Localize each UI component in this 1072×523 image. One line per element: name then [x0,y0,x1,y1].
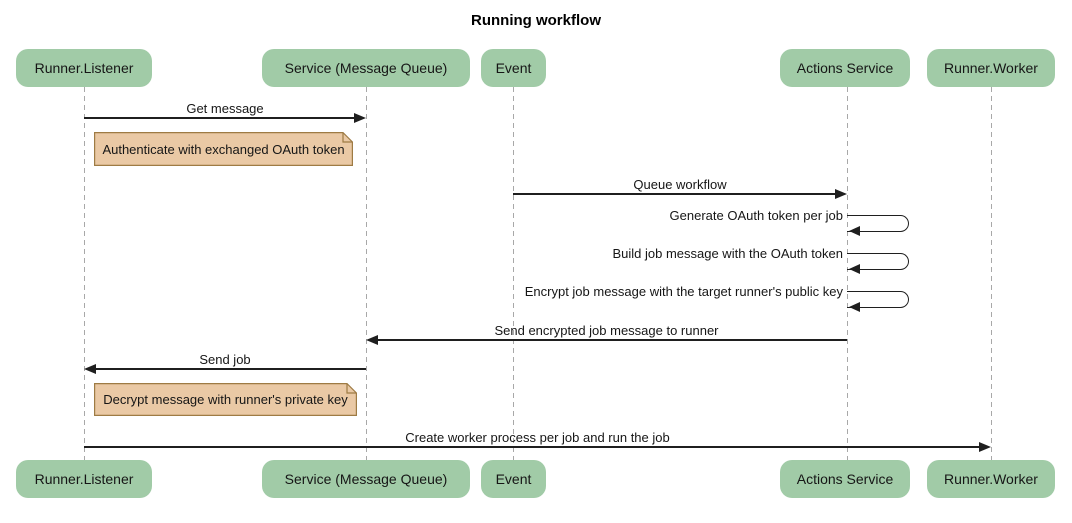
participant-top-event: Event [481,49,546,87]
arrowhead-left-icon [84,364,96,374]
note-shape [94,383,357,416]
note-shape [94,132,353,166]
participant-bottom-runner-listener: Runner.Listener [16,460,152,498]
self-loop-line [847,291,909,308]
message-label-encrypt-job-message: Encrypt job message with the target runn… [524,284,843,299]
message-label-build-job-message: Build job message with the OAuth token [612,246,843,261]
note-label-authenticate: Authenticate with exchanged OAuth token [102,141,345,157]
participant-top-runner-worker: Runner.Worker [927,49,1055,87]
message-line-get-message [84,117,355,119]
lifeline-runner-worker [990,87,992,460]
note-label-decrypt: Decrypt message with runner's private ke… [103,392,348,407]
note-decrypt: Decrypt message with runner's private ke… [94,383,357,416]
message-label-send-encrypted: Send encrypted job message to runner [494,323,719,338]
participant-top-service-message-queue: Service (Message Queue) [262,49,470,87]
arrowhead-left-icon [849,264,860,274]
self-loop-line [847,253,909,270]
note-authenticate: Authenticate with exchanged OAuth token [94,132,353,166]
lifeline-runner-listener [83,87,85,460]
self-loop-line [847,215,909,232]
message-line-send-job [95,368,366,370]
message-label-get-message: Get message [186,101,264,116]
message-line-send-encrypted [377,339,847,341]
lifeline-actions-service [846,87,848,460]
participant-bottom-runner-worker: Runner.Worker [927,460,1055,498]
participant-bottom-event: Event [481,460,546,498]
message-label-queue-workflow: Queue workflow [633,177,727,192]
message-label-create-worker: Create worker process per job and run th… [405,430,670,445]
participant-bottom-actions-service: Actions Service [780,460,910,498]
arrowhead-right-icon [835,189,847,199]
participant-top-actions-service: Actions Service [780,49,910,87]
lifeline-event [512,87,514,460]
arrowhead-right-icon [354,113,366,123]
arrowhead-left-icon [849,302,860,312]
arrowhead-right-icon [979,442,991,452]
message-line-create-worker [84,446,980,448]
lifeline-service-message-queue [365,87,367,460]
arrowhead-left-icon [849,226,860,236]
participant-bottom-service-message-queue: Service (Message Queue) [262,460,470,498]
message-line-queue-workflow [513,193,836,195]
diagram-title: Running workflow [471,12,601,29]
participant-top-runner-listener: Runner.Listener [16,49,152,87]
arrowhead-left-icon [366,335,378,345]
message-label-send-job: Send job [199,352,251,367]
message-label-generate-oauth-token: Generate OAuth token per job [669,208,843,223]
